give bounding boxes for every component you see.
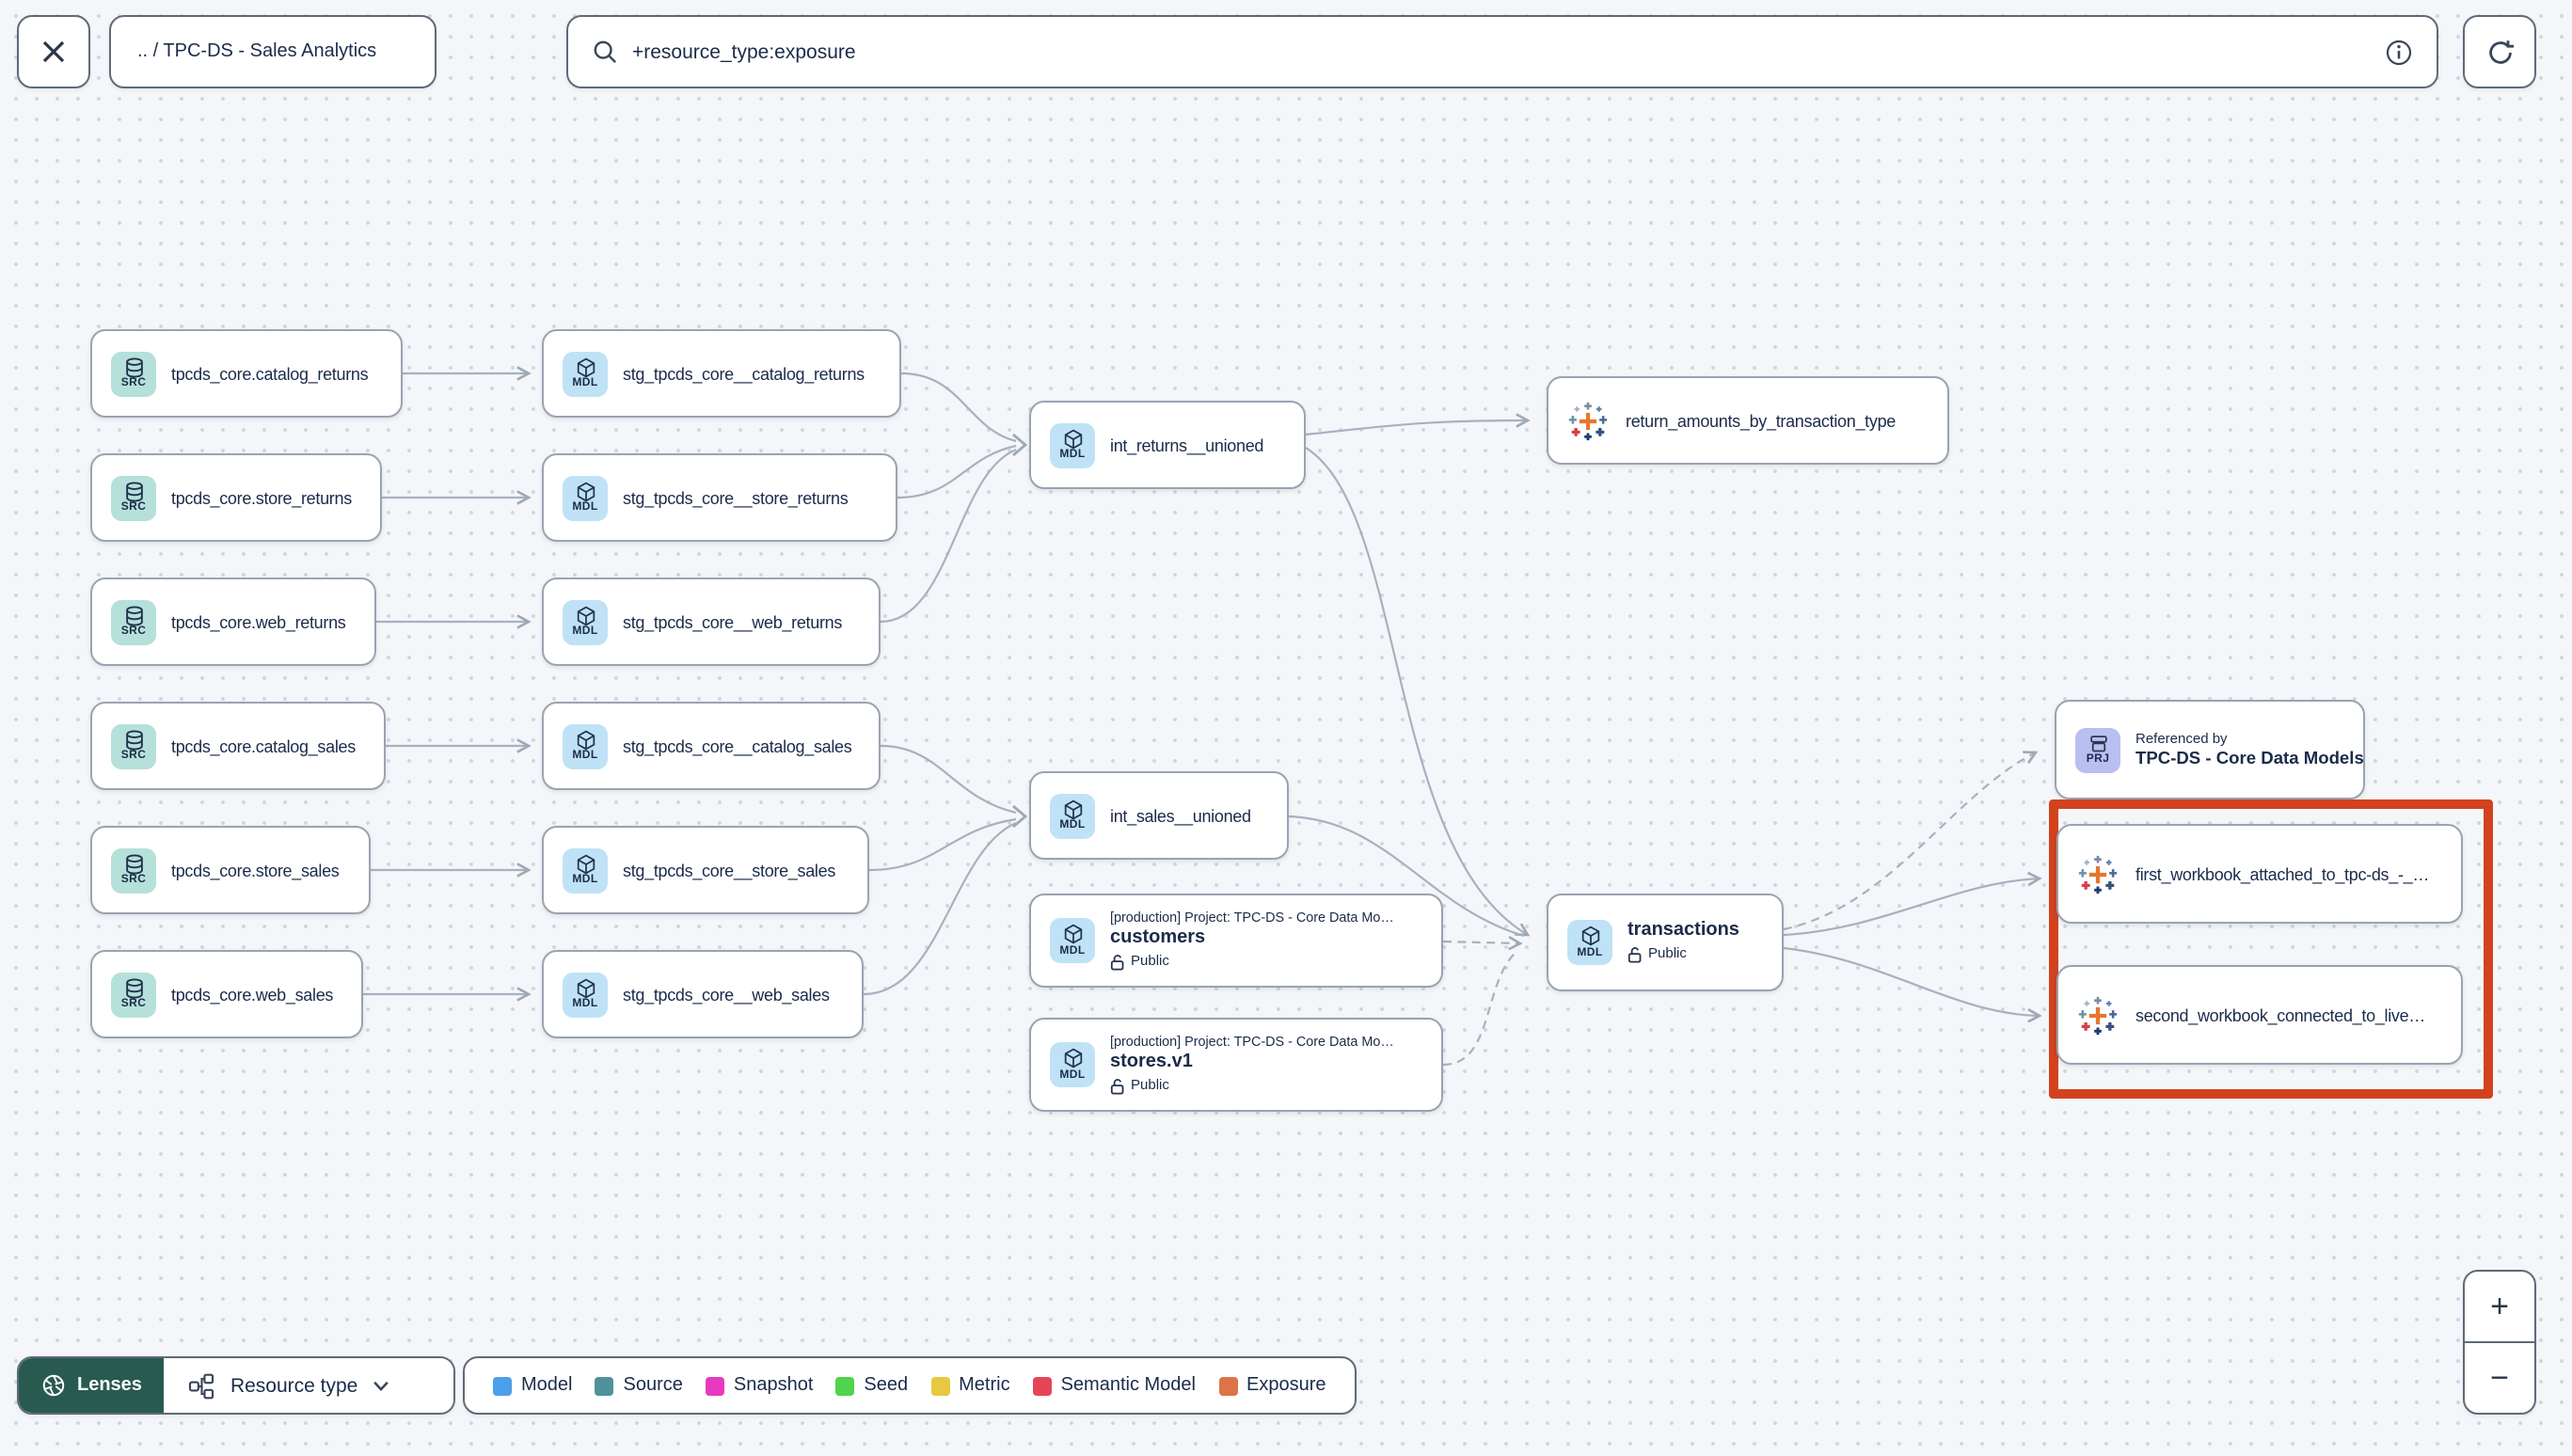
tableau-icon (2077, 853, 2119, 894)
lenses-button[interactable]: Lenses (19, 1358, 165, 1413)
node-exposure-return-amounts[interactable]: return_amounts_by_transaction_type (1547, 376, 1949, 465)
cube-icon: MDL (1050, 422, 1095, 467)
database-icon: SRC (111, 723, 156, 768)
search-bar[interactable]: +resource_type:exposure (566, 15, 2438, 88)
legend-item: Model (493, 1375, 573, 1396)
node-referenced-by-project[interactable]: PRJ Referenced by TPC-DS - Core Data Mod… (2055, 700, 2365, 799)
node-stg-web-returns[interactable]: MDL stg_tpcds_core__web_returns (542, 578, 881, 666)
node-int-sales-unioned[interactable]: MDL int_sales__unioned (1029, 771, 1289, 860)
unlock-icon (1110, 1078, 1124, 1094)
legend-item: Snapshot (705, 1375, 813, 1396)
tableau-icon (2077, 994, 2119, 1036)
database-icon: SRC (111, 847, 156, 893)
node-source-store-returns[interactable]: SRC tpcds_core.store_returns (90, 453, 382, 542)
node-source-catalog-returns[interactable]: SRC tpcds_core.catalog_returns (90, 329, 403, 418)
tableau-icon (1567, 400, 1609, 441)
legend-swatch (493, 1376, 512, 1395)
model-name: stores.v1 (1110, 1052, 1193, 1073)
referenced-by-title: Referenced by (2135, 729, 2228, 747)
node-stores-v1[interactable]: MDL [production] Project: TPC-DS - Core … (1029, 1018, 1443, 1112)
node-stg-store-returns[interactable]: MDL stg_tpcds_core__store_returns (542, 453, 897, 542)
database-icon: SRC (111, 972, 156, 1017)
cube-icon: MDL (563, 475, 608, 520)
database-icon: SRC (111, 475, 156, 520)
chevron-down-icon (373, 1380, 389, 1391)
zoom-in-button[interactable]: + (2465, 1272, 2534, 1343)
visibility-badge: Public (1627, 946, 1739, 963)
legend-item: Source (595, 1375, 683, 1396)
node-stg-store-sales[interactable]: MDL stg_tpcds_core__store_sales (542, 826, 869, 914)
legend-swatch (1032, 1376, 1052, 1395)
legend-item: Seed (835, 1375, 908, 1396)
cube-icon: MDL (1050, 1042, 1095, 1087)
cube-icon: MDL (1050, 793, 1095, 838)
legend-item: Semantic Model (1032, 1375, 1196, 1396)
node-transactions[interactable]: MDL transactions Public (1547, 894, 1784, 991)
project-icon: PRJ (2075, 727, 2120, 772)
node-source-store-sales[interactable]: SRC tpcds_core.store_sales (90, 826, 371, 914)
breadcrumb[interactable]: .. / TPC-DS - Sales Analytics (109, 15, 437, 88)
breadcrumb-label: .. / TPC-DS - Sales Analytics (137, 41, 377, 62)
legend-item: Metric (930, 1375, 1010, 1396)
resource-type-icon (189, 1372, 215, 1399)
cube-icon: MDL (563, 723, 608, 768)
search-icon (593, 40, 617, 64)
close-icon (41, 40, 66, 64)
legend-swatch (835, 1376, 855, 1395)
unlock-icon (1627, 946, 1642, 963)
node-stg-catalog-sales[interactable]: MDL stg_tpcds_core__catalog_sales (542, 702, 881, 790)
lens-aperture-icon (41, 1373, 66, 1398)
cube-icon: MDL (1050, 918, 1095, 963)
cube-icon: MDL (563, 847, 608, 893)
visibility-badge: Public (1110, 953, 1394, 970)
cube-icon: MDL (563, 972, 608, 1017)
legend-item: Exposure (1218, 1375, 1326, 1396)
zoom-controls: + − (2463, 1270, 2536, 1415)
legend-swatch (595, 1376, 614, 1395)
legend-swatch (1218, 1376, 1237, 1395)
resource-type-dropdown[interactable]: Resource type (164, 1358, 454, 1413)
referenced-by-name: TPC-DS - Core Data Models (2135, 748, 2364, 768)
project-label: [production] Project: TPC-DS - Core Data… (1110, 1033, 1394, 1051)
zoom-out-button[interactable]: − (2490, 1359, 2509, 1395)
model-name: customers (1110, 927, 1206, 949)
node-int-returns-unioned[interactable]: MDL int_returns__unioned (1029, 401, 1306, 489)
search-input[interactable]: +resource_type:exposure (632, 40, 856, 63)
info-icon[interactable] (2386, 39, 2412, 65)
close-button[interactable] (17, 15, 90, 88)
database-icon: SRC (111, 599, 156, 644)
node-exposure-second-workbook[interactable]: second_workbook_connected_to_live… (2056, 965, 2463, 1065)
node-stg-web-sales[interactable]: MDL stg_tpcds_core__web_sales (542, 950, 864, 1038)
node-exposure-first-workbook[interactable]: first_workbook_attached_to_tpc-ds_-_… (2056, 824, 2463, 924)
lens-controls: Lenses Resource type (17, 1356, 456, 1415)
legend-swatch (705, 1376, 724, 1395)
cube-icon: MDL (1567, 920, 1612, 965)
refresh-icon (2485, 37, 2515, 67)
cube-icon: MDL (563, 599, 608, 644)
database-icon: SRC (111, 351, 156, 396)
resource-legend: Model Source Snapshot Seed Metric Semant… (463, 1356, 1357, 1415)
cube-icon: MDL (563, 351, 608, 396)
node-customers[interactable]: MDL [production] Project: TPC-DS - Core … (1029, 894, 1443, 988)
refresh-button[interactable] (2463, 15, 2536, 88)
legend-swatch (930, 1376, 950, 1395)
node-stg-catalog-returns[interactable]: MDL stg_tpcds_core__catalog_returns (542, 329, 901, 418)
node-source-catalog-sales[interactable]: SRC tpcds_core.catalog_sales (90, 702, 386, 790)
unlock-icon (1110, 954, 1124, 970)
project-label: [production] Project: TPC-DS - Core Data… (1110, 909, 1394, 926)
visibility-badge: Public (1110, 1077, 1394, 1094)
model-name: transactions (1627, 920, 1739, 942)
node-source-web-sales[interactable]: SRC tpcds_core.web_sales (90, 950, 363, 1038)
node-source-web-returns[interactable]: SRC tpcds_core.web_returns (90, 578, 376, 666)
